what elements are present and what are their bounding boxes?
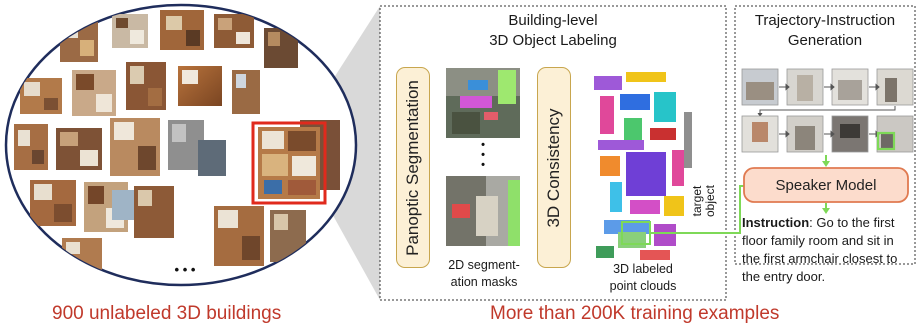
masks-caption-line1: 2D segment- [448, 258, 520, 272]
building-plan [30, 180, 76, 226]
point-cloud [594, 72, 692, 260]
trajectory-row-1 [741, 68, 914, 106]
panoptic-segmentation-label: Panoptic Segmentation [403, 79, 422, 256]
instruction-prefix: Instruction [742, 215, 810, 230]
buildings-ellipsis: • • • [174, 262, 196, 277]
generation-title-line2: Generation [787, 32, 863, 49]
trajectory-wrap-arrow [759, 106, 896, 114]
target-object-label: target object [690, 184, 717, 218]
building-plan [72, 70, 116, 116]
panoptic-segmentation-box: Panoptic Segmentation [396, 67, 430, 268]
clouds-caption-line1: 3D labeled [613, 262, 673, 276]
building-plan [198, 140, 226, 176]
generation-title-line1: Trajectory-Instruction [754, 12, 896, 29]
building-plan [14, 124, 48, 170]
building-plan [214, 14, 254, 48]
buildings-caption: 900 unlabeled 3D buildings [52, 303, 282, 324]
segmentation-mask-top [446, 68, 520, 138]
speaker-model-label: Speaker Model [775, 177, 877, 194]
building-plan [20, 78, 62, 114]
labeling-title-line1: Building-level [508, 12, 598, 29]
building-plan [160, 10, 204, 50]
segmentation-mask-bottom [446, 176, 520, 246]
3d-consistency-box: 3D Consistency [537, 67, 571, 268]
target-connector [650, 185, 744, 234]
building-plan [214, 206, 264, 266]
building-plan [112, 14, 148, 48]
speaker-model-box [743, 167, 909, 203]
highlighted-building [258, 127, 320, 199]
trajectory-arrows-row-1 [779, 83, 880, 91]
building-plan [232, 70, 260, 114]
labeling-title-line2: 3D Object Labeling [489, 32, 617, 49]
training-examples-caption: More than 200K training examples [490, 303, 780, 324]
armchair-highlight [876, 131, 896, 151]
building-plan [134, 186, 174, 238]
building-plan [126, 62, 166, 110]
clouds-caption-line2: point clouds [609, 279, 677, 293]
instruction-body: : Go to the first floor family room and … [742, 215, 898, 284]
instruction-text: Instruction: Go to the first floor famil… [742, 214, 914, 286]
building-plan [60, 20, 98, 62]
building-plan [56, 128, 102, 170]
building-plan [112, 190, 134, 220]
building-plan [62, 238, 102, 270]
building-plan [270, 210, 306, 262]
building-plan [178, 66, 222, 106]
building-plan [264, 28, 298, 68]
highlight-box [251, 121, 327, 205]
building-plan [110, 118, 160, 176]
3d-consistency-label: 3D Consistency [544, 107, 563, 228]
masks-ellipsis: • • • [481, 139, 485, 171]
masks-caption-line2: ation masks [450, 275, 518, 289]
